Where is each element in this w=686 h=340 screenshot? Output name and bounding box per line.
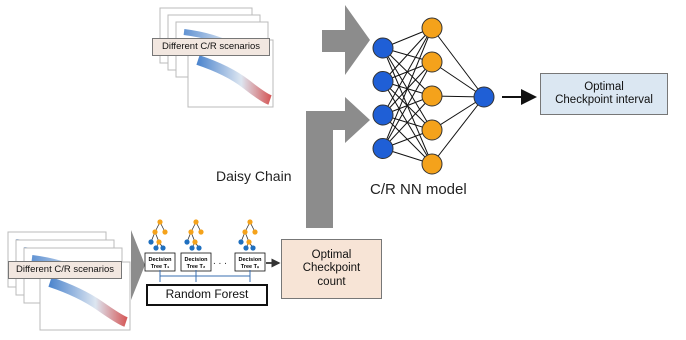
tree-node <box>188 229 194 235</box>
tree-node <box>250 245 256 251</box>
nn-edge <box>382 27 433 82</box>
nn-edge <box>382 27 433 149</box>
nn-edge <box>382 95 433 149</box>
tree-label: Tree T₁ <box>151 264 170 270</box>
random-forest-text: Random Forest <box>165 287 249 302</box>
nn-edge <box>431 27 485 98</box>
tree-node <box>157 219 163 225</box>
scenarios-bottom-text: Different C/R scenarios <box>15 263 115 275</box>
nn-hidden-node <box>421 17 443 39</box>
nn-model-label: C/R NN model <box>370 181 467 198</box>
nn-edge <box>431 96 485 165</box>
tree-label: Tree T₂ <box>187 264 206 270</box>
nn-input-node <box>372 104 394 126</box>
nn-input-node <box>372 71 394 92</box>
nn-nodes <box>372 17 495 175</box>
tree-node <box>246 239 252 245</box>
scenario-stack-top <box>159 7 274 108</box>
big-arrow-bottom <box>131 230 145 300</box>
nn-input-node <box>372 37 394 59</box>
tree-label: Tree Tₙ <box>241 264 260 270</box>
nn-hidden-node <box>421 119 443 141</box>
tree-node <box>252 229 258 235</box>
tree-node <box>242 229 248 235</box>
tree-node <box>162 229 168 235</box>
big-arrow-top <box>322 5 370 75</box>
tree-node <box>148 239 154 245</box>
tree-node <box>152 229 158 235</box>
nn-hidden-node <box>421 51 443 73</box>
tree-node <box>193 219 199 225</box>
nn-input-node <box>372 138 394 159</box>
tree-node <box>153 245 159 251</box>
tree-node <box>247 219 253 225</box>
daisy-chain-arrow <box>306 97 370 228</box>
forest-connectors <box>159 270 251 282</box>
nn-hidden-node <box>421 153 443 175</box>
scenario-stack-bottom <box>7 231 131 331</box>
tree-label: Decision <box>185 257 209 263</box>
tree-label: Decision <box>239 257 263 263</box>
scenarios-bottom-label: Different C/R scenarios <box>8 261 122 279</box>
random-forest-box: Random Forest <box>146 284 268 306</box>
optimal-interval-box: Optimal Checkpoint interval <box>540 73 668 115</box>
nn-edge <box>382 27 433 116</box>
tree-node <box>160 245 166 251</box>
optimal-count-text: Optimal Checkpoint count <box>302 249 361 288</box>
tree-node <box>192 239 198 245</box>
optimal-count-box: Optimal Checkpoint count <box>281 239 382 299</box>
tree-node <box>196 245 202 251</box>
trees-ellipsis: . . . <box>213 256 227 267</box>
scenarios-top-label: Different C/R scenarios <box>152 38 270 56</box>
tree-node <box>189 245 195 251</box>
tree-node <box>238 239 244 245</box>
tree-node <box>184 239 190 245</box>
scenarios-top-text: Different C/R scenarios <box>161 40 261 52</box>
tree-node <box>198 229 204 235</box>
tree-label: Decision <box>149 257 173 263</box>
tree-node <box>243 245 249 251</box>
tree-node <box>156 239 162 245</box>
nn-hidden-node <box>421 85 443 107</box>
daisy-chain-label: Daisy Chain <box>216 168 292 184</box>
nn-edge <box>382 61 433 149</box>
optimal-interval-text: Optimal Checkpoint interval <box>555 80 653 106</box>
nn-output-node <box>473 86 495 108</box>
